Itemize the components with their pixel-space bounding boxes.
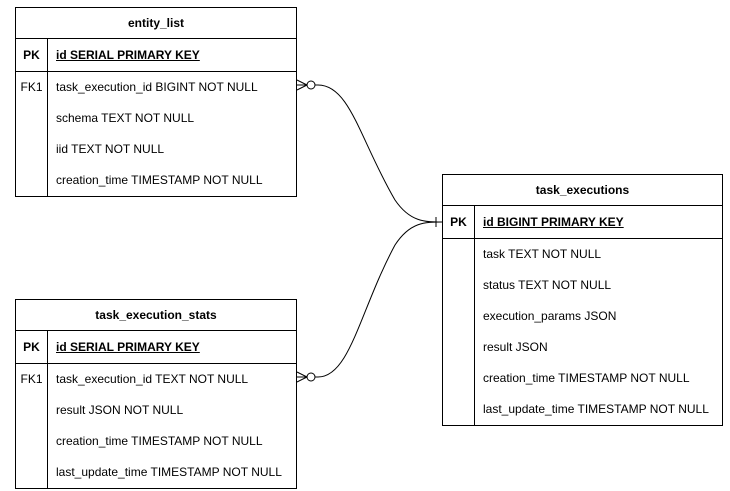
connector-task-execution-stats-task-executions: [297, 221, 443, 378]
field-name: task TEXT NOT NULL: [483, 247, 602, 261]
key-cell: [443, 363, 475, 394]
entity-title: task_execution_stats: [16, 300, 296, 331]
key-cell: [16, 426, 48, 457]
pk-label: PK: [16, 39, 48, 71]
key-cell: [443, 394, 475, 425]
field-name: last_update_time TIMESTAMP NOT NULL: [56, 465, 282, 479]
key-cell: [16, 395, 48, 426]
primary-key-row: PK id SERIAL PRIMARY KEY: [16, 331, 296, 364]
field-name: task_execution_id TEXT NOT NULL: [56, 372, 249, 386]
field-row: FK1 task_execution_id BIGINT NOT NULL: [16, 72, 296, 103]
entity-title: task_executions: [443, 175, 722, 206]
primary-key-row: PK id BIGINT PRIMARY KEY: [443, 206, 722, 239]
key-cell: [16, 103, 48, 134]
crows-foot-zero-many-icon: [296, 79, 316, 91]
field-name: creation_time TIMESTAMP NOT NULL: [56, 173, 263, 187]
entity-title: entity_list: [16, 8, 296, 39]
field-row: task TEXT NOT NULL: [443, 239, 722, 270]
field-name: creation_time TIMESTAMP NOT NULL: [56, 434, 263, 448]
pk-field: id BIGINT PRIMARY KEY: [483, 215, 624, 229]
field-row: creation_time TIMESTAMP NOT NULL: [16, 426, 296, 457]
pk-label: PK: [16, 331, 48, 363]
field-name: creation_time TIMESTAMP NOT NULL: [483, 371, 690, 385]
field-row: last_update_time TIMESTAMP NOT NULL: [443, 394, 722, 425]
field-name: schema TEXT NOT NULL: [56, 111, 195, 125]
field-name: execution_params JSON: [483, 309, 617, 323]
pk-field: id SERIAL PRIMARY KEY: [56, 48, 200, 62]
fk-label: FK1: [16, 364, 48, 395]
field-row: result JSON NOT NULL: [16, 395, 296, 426]
field-name: result JSON: [483, 340, 548, 354]
field-row: FK1 task_execution_id TEXT NOT NULL: [16, 364, 296, 395]
key-cell: [16, 134, 48, 165]
pk-field: id SERIAL PRIMARY KEY: [56, 340, 200, 354]
field-row: creation_time TIMESTAMP NOT NULL: [443, 363, 722, 394]
field-name: result JSON NOT NULL: [56, 403, 184, 417]
field-name: task_execution_id BIGINT NOT NULL: [56, 80, 258, 94]
fk-label: FK1: [16, 72, 48, 103]
key-cell: [443, 332, 475, 363]
primary-key-row: PK id SERIAL PRIMARY KEY: [16, 39, 296, 72]
field-row: last_update_time TIMESTAMP NOT NULL: [16, 457, 296, 488]
field-row: iid TEXT NOT NULL: [16, 134, 296, 165]
key-cell: [443, 301, 475, 332]
field-name: status TEXT NOT NULL: [483, 278, 612, 292]
field-name: iid TEXT NOT NULL: [56, 142, 165, 156]
key-cell: [443, 270, 475, 301]
field-row: execution_params JSON: [443, 301, 722, 332]
field-row: result JSON: [443, 332, 722, 363]
field-row: schema TEXT NOT NULL: [16, 103, 296, 134]
pk-label: PK: [443, 206, 475, 238]
entity-list-table[interactable]: entity_list PK id SERIAL PRIMARY KEY FK1…: [15, 7, 297, 197]
field-row: creation_time TIMESTAMP NOT NULL: [16, 165, 296, 196]
crows-foot-zero-many-icon: [296, 371, 316, 383]
key-cell: [16, 457, 48, 488]
connector-entity-list-task-executions: [297, 84, 443, 223]
field-name: last_update_time TIMESTAMP NOT NULL: [483, 402, 709, 416]
field-row: status TEXT NOT NULL: [443, 270, 722, 301]
key-cell: [443, 239, 475, 270]
key-cell: [16, 165, 48, 196]
task-execution-stats-table[interactable]: task_execution_stats PK id SERIAL PRIMAR…: [15, 299, 297, 489]
task-executions-table[interactable]: task_executions PK id BIGINT PRIMARY KEY…: [442, 174, 723, 426]
